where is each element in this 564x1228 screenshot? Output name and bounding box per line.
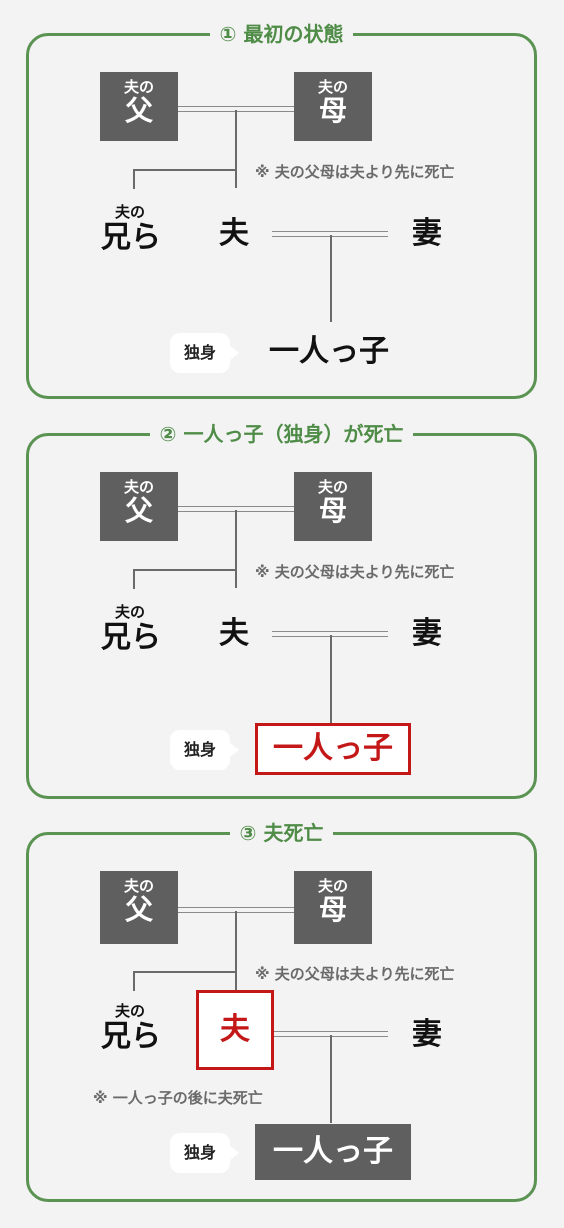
father-big-label: 父 [124,494,153,527]
parents-note: ※ 夫の父母は夫より先に死亡 [255,965,455,983]
child-order-note: ※ 一人っ子の後に夫死亡 [93,1089,263,1107]
husband-mother-box: 夫の 母 [294,472,372,541]
child-descent-line [330,1035,332,1123]
father-small-label: 夫の [123,877,154,895]
father-big-label: 父 [124,893,153,926]
panel-title: ② 一人っ子（独身）が死亡 [149,422,414,446]
sibling-small-label: 夫の [115,203,146,221]
mother-small-label: 夫の [317,877,348,895]
wife-label: 妻 [412,216,442,251]
panel-husband-died: ③ 夫死亡 夫の 父 夫の 母 ※ 夫の父母は夫より先に死亡 夫の 兄ら 夫 妻… [26,821,537,1202]
mother-big-label: 母 [318,94,347,127]
father-small-label: 夫の [123,478,154,496]
father-small-label: 夫の [123,78,154,96]
sibling-big-label: 兄ら [101,220,161,255]
siblings-branch-line [133,569,237,571]
husband-father-box: 夫の 父 [100,472,178,541]
siblings-drop-line [133,971,135,991]
only-child-label: 一人っ子 [255,1124,411,1180]
siblings-drop-line [133,169,135,189]
mother-big-label: 母 [318,893,347,926]
husband-mother-box: 夫の 母 [294,871,372,944]
siblings-branch-line [133,971,237,973]
mother-big-label: 母 [318,494,347,527]
husband-label: 夫 [219,616,249,651]
siblings-drop-line [133,569,135,589]
parents-note: ※ 夫の父母は夫より先に死亡 [255,563,455,581]
child-descent-line [330,235,332,322]
panel-initial-state: ① 最初の状態 夫の 父 夫の 母 ※ 夫の父母は夫より先に死亡 夫の 兄ら 夫… [26,22,537,399]
sibling-big-label: 兄ら [101,1019,161,1054]
sibling-small-label: 夫の [115,1002,146,1020]
only-child-label: 一人っ子 [269,334,389,369]
wife-label: 妻 [412,616,442,651]
wife-label: 妻 [412,1017,442,1052]
parents-descent-line [235,110,237,188]
single-status-bubble: 独身 [170,333,239,373]
single-status-bubble: 独身 [170,730,239,770]
husband-father-box: 夫の 父 [100,871,178,944]
husband-father-box: 夫の 父 [100,72,178,141]
parents-descent-line [235,911,237,990]
sibling-big-label: 兄ら [101,620,161,655]
parents-descent-line [235,510,237,588]
panel-title: ③ 夫死亡 [229,821,334,845]
husband-mother-box: 夫の 母 [294,72,372,141]
husband-deceased-label: 夫 [196,990,274,1070]
father-big-label: 父 [124,94,153,127]
panel-child-died: ② 一人っ子（独身）が死亡 夫の 父 夫の 母 ※ 夫の父母は夫より先に死亡 夫… [26,422,537,799]
only-child-deceased-label: 一人っ子 [255,723,411,775]
parents-note: ※ 夫の父母は夫より先に死亡 [255,163,455,181]
siblings-branch-line [133,169,237,171]
sibling-small-label: 夫の [115,603,146,621]
child-descent-line [330,635,332,723]
panel-title: ① 最初の状態 [209,22,354,46]
husband-label: 夫 [219,216,249,251]
mother-small-label: 夫の [317,78,348,96]
single-status-bubble: 独身 [170,1133,239,1173]
mother-small-label: 夫の [317,478,348,496]
